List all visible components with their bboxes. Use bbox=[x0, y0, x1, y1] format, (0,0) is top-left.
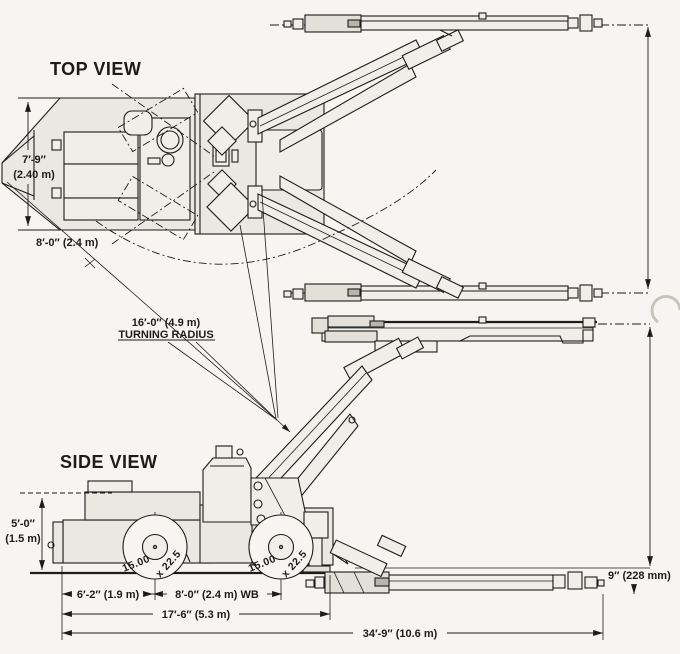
dim-feed-clearance: 9″ (228 mm) bbox=[608, 570, 671, 582]
dim-carrier-length: 17′-6″ (5.3 m) bbox=[162, 609, 231, 621]
dim-track-width: 8′-0″ (2.4 m) bbox=[36, 237, 99, 249]
turning-radius-value: 16′-0″ (4.9 m) bbox=[132, 317, 201, 329]
top-view-carrier bbox=[1, 83, 325, 245]
side-view-carrier bbox=[30, 445, 334, 600]
dim-wheelbase: 8′-0″ (2.4 m) WB bbox=[175, 589, 259, 601]
dim-height-feet: 5′-0″ bbox=[11, 518, 36, 530]
side-view-feed-lowered bbox=[305, 534, 650, 594]
turning-radius-annotation bbox=[6, 169, 437, 433]
dim-height-meters: (1.5 m) bbox=[5, 533, 41, 545]
top-view-lower-feed-rail bbox=[283, 282, 648, 302]
dim-overall-length: 34′-9″ (10.6 m) bbox=[363, 628, 438, 640]
dim-front-overhang: 6′-2″ (1.9 m) bbox=[77, 589, 140, 601]
top-view-lower-boom bbox=[257, 175, 465, 299]
dim-width-feet: 7′-9″ bbox=[22, 154, 47, 166]
top-view-dimensions bbox=[18, 97, 110, 231]
top-view-upper-feed-rail bbox=[270, 12, 648, 33]
top-view-label: TOP VIEW bbox=[50, 59, 141, 79]
top-view-upper-boom bbox=[257, 29, 465, 153]
side-view-label: SIDE VIEW bbox=[60, 452, 158, 472]
turning-radius-label: TURNING RADIUS bbox=[118, 329, 213, 341]
side-view-dimensions bbox=[20, 492, 637, 640]
right-dimension-lines bbox=[645, 27, 680, 566]
dim-width-meters: (2.40 m) bbox=[13, 169, 55, 181]
